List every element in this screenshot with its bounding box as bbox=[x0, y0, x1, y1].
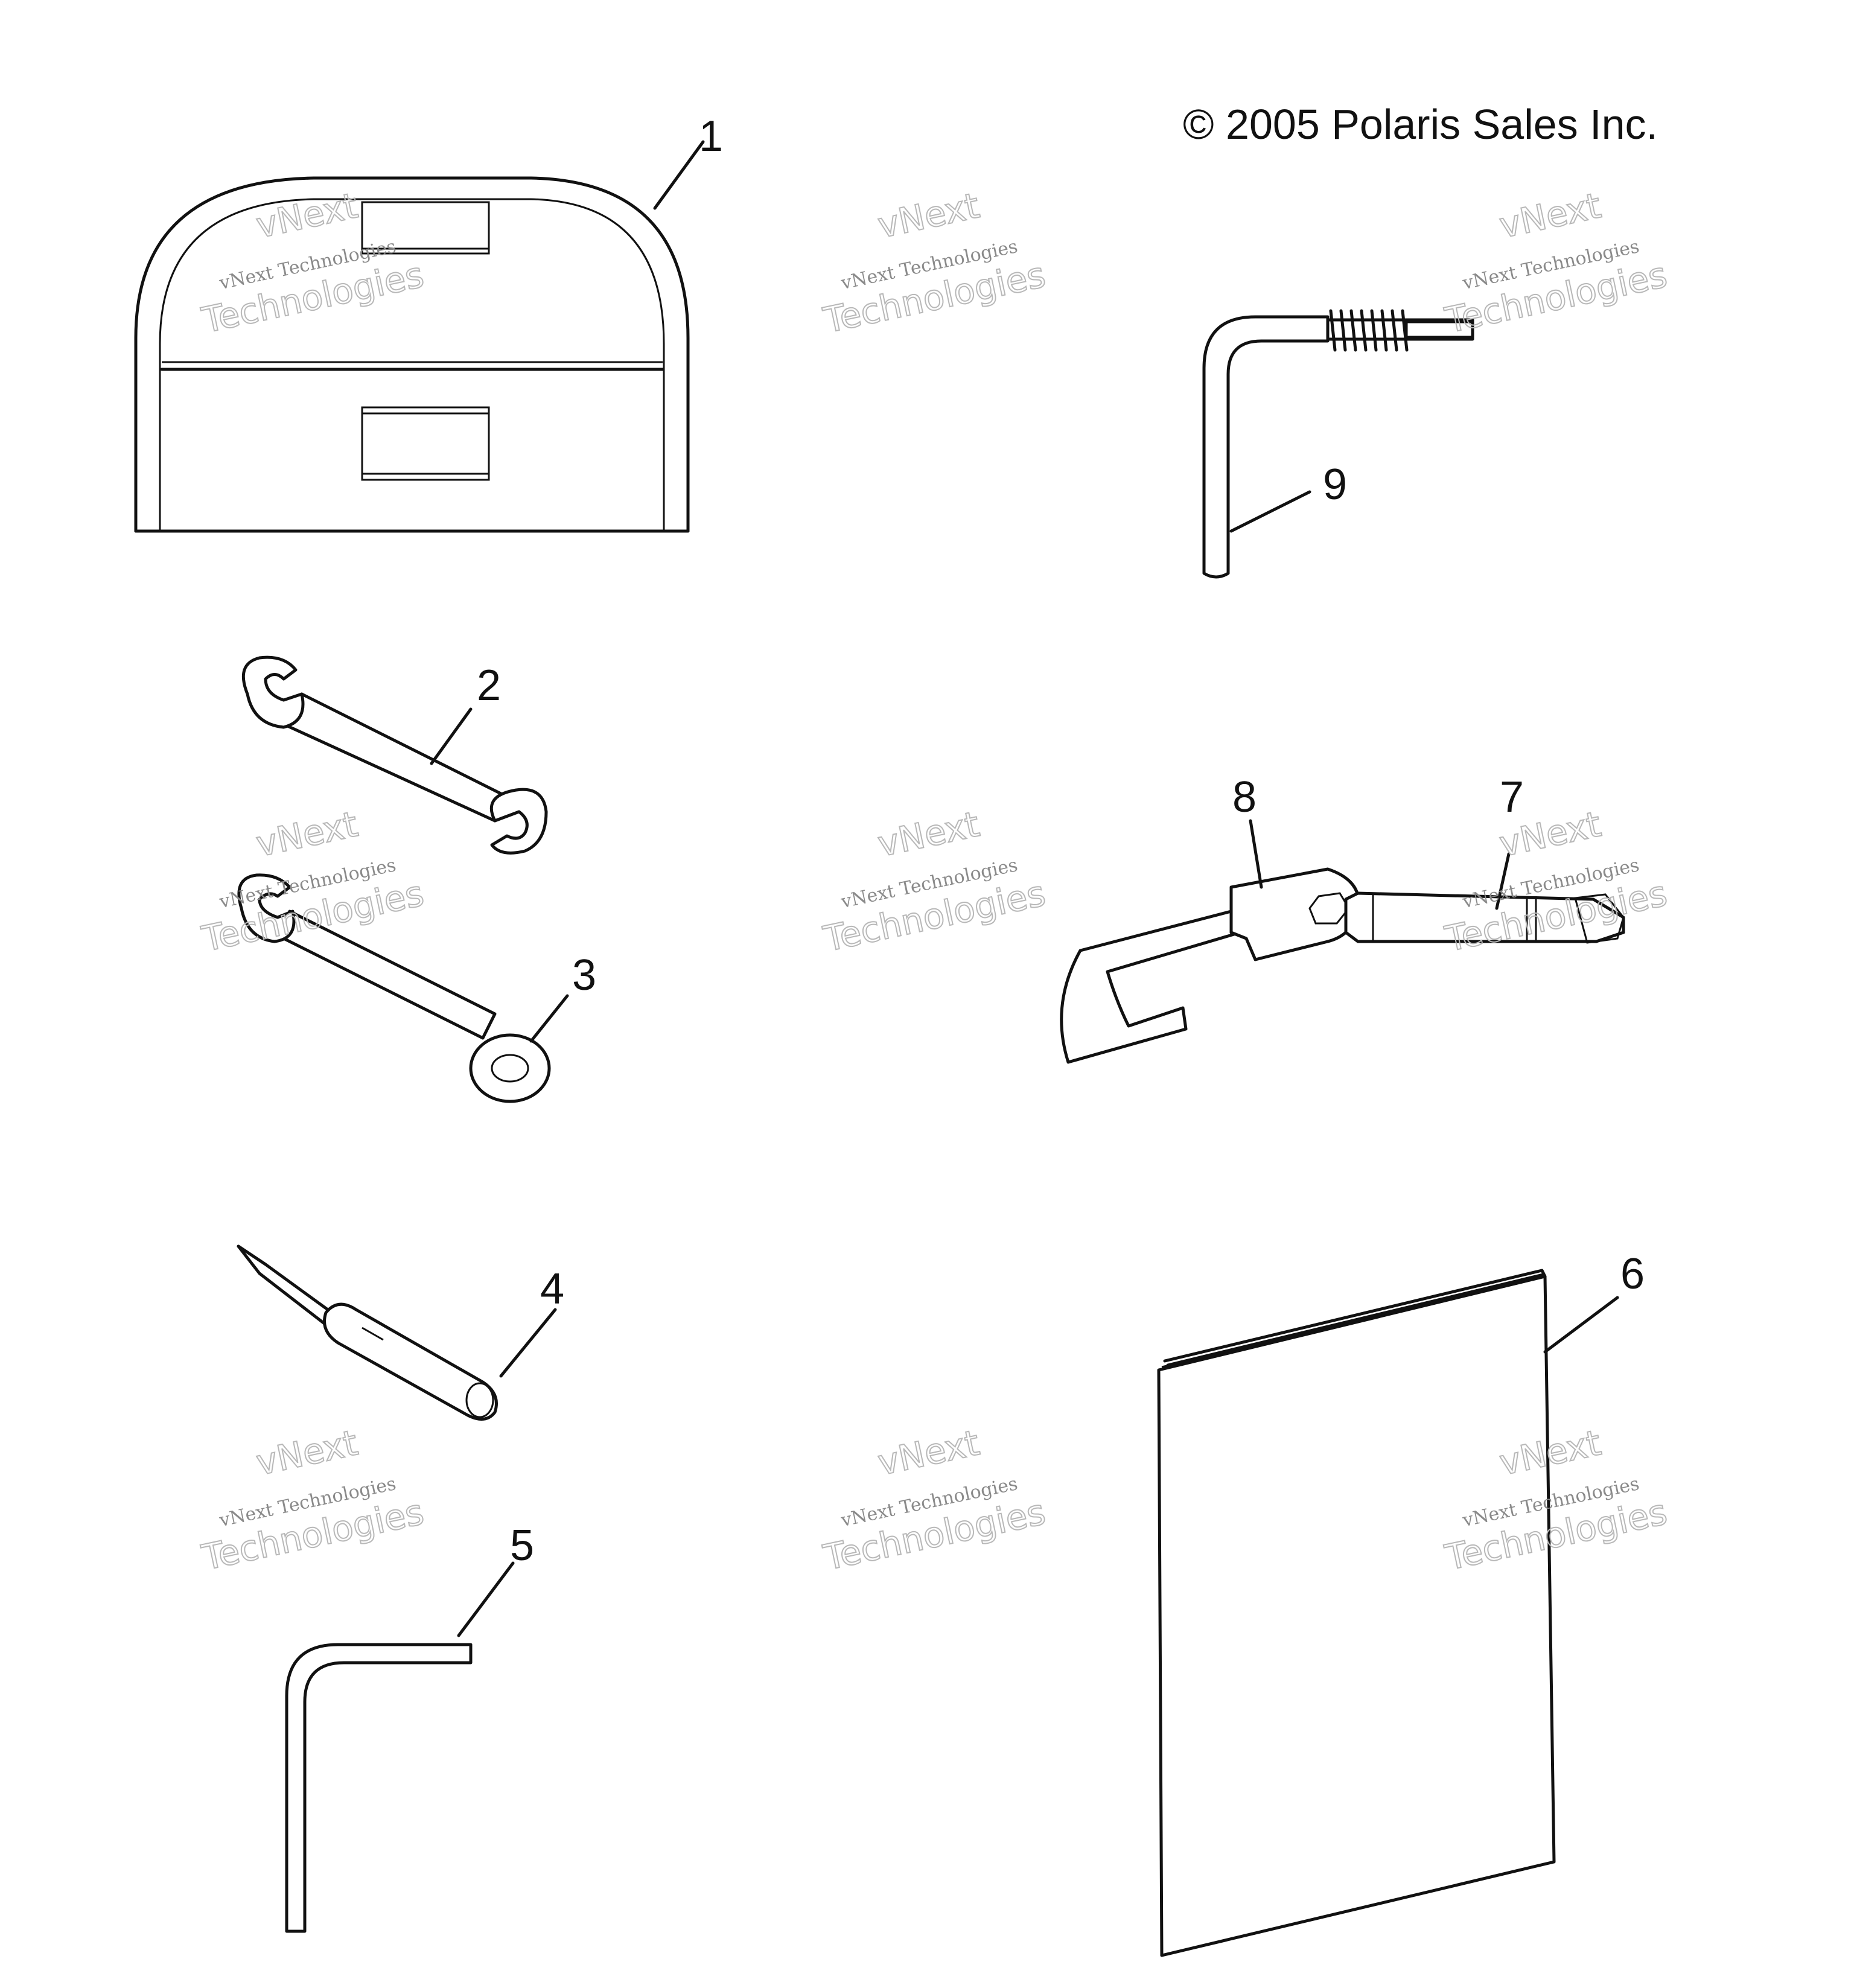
watermark-r1c3: vNext vNext Technologies Technologies bbox=[1441, 184, 1671, 342]
callout-3: 3 bbox=[572, 951, 596, 999]
watermark-r2c2: vNext vNext Technologies Technologies bbox=[819, 803, 1050, 960]
leader-8 bbox=[1249, 819, 1263, 889]
svg-text:vNext: vNext bbox=[253, 1422, 362, 1483]
leader-6 bbox=[1543, 1296, 1619, 1354]
leader-3 bbox=[529, 994, 569, 1043]
copyright-text: © 2005 Polaris Sales Inc. bbox=[1183, 101, 1658, 148]
leader-5 bbox=[457, 1561, 515, 1637]
callout-4: 4 bbox=[540, 1265, 564, 1313]
callout-7: 7 bbox=[1500, 773, 1524, 821]
part-8-plug-wrench bbox=[1060, 867, 1360, 1064]
watermark-r3c1: vNext vNext Technologies Technologies bbox=[197, 1421, 428, 1579]
svg-text:vNext: vNext bbox=[253, 185, 362, 246]
watermark-r1c2: vNext vNext Technologies Technologies bbox=[819, 184, 1050, 342]
leader-1 bbox=[653, 140, 705, 210]
svg-text:vNext: vNext bbox=[874, 1422, 983, 1483]
part-1-tool-bag bbox=[134, 176, 690, 533]
leader-4 bbox=[499, 1308, 557, 1378]
callout-9: 9 bbox=[1323, 460, 1347, 509]
part-7-socket-tube bbox=[1344, 891, 1625, 944]
callout-1: 1 bbox=[699, 112, 723, 161]
callout-5: 5 bbox=[510, 1521, 534, 1570]
callout-8: 8 bbox=[1232, 773, 1257, 821]
part-5-hex-key bbox=[285, 1643, 473, 1933]
callout-6: 6 bbox=[1620, 1250, 1645, 1298]
svg-text:vNext: vNext bbox=[874, 803, 983, 865]
part-6-manual bbox=[1157, 1269, 1556, 1957]
svg-text:vNext: vNext bbox=[253, 803, 362, 865]
leader-2 bbox=[430, 707, 473, 765]
watermark-r2c3: vNext vNext Technologies Technologies bbox=[1441, 803, 1671, 960]
part-9-l-handle-tool bbox=[1202, 309, 1474, 579]
leader-9 bbox=[1229, 490, 1311, 533]
watermark-r3c2: vNext vNext Technologies Technologies bbox=[819, 1421, 1050, 1579]
part-3-combination-wrench bbox=[237, 873, 551, 1103]
leader-7 bbox=[1495, 852, 1511, 910]
svg-text:vNext: vNext bbox=[874, 185, 983, 246]
part-2-open-end-wrench bbox=[241, 655, 548, 855]
callout-2: 2 bbox=[477, 661, 501, 710]
svg-text:vNext: vNext bbox=[1496, 185, 1605, 246]
part-4-screwdriver bbox=[237, 1244, 498, 1421]
watermark-r2c1: vNext vNext Technologies Technologies bbox=[197, 803, 428, 960]
